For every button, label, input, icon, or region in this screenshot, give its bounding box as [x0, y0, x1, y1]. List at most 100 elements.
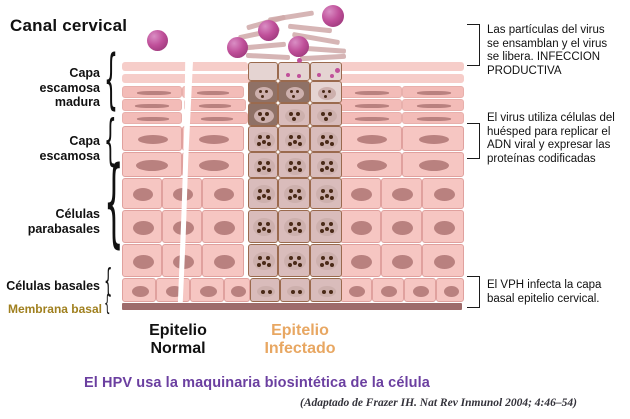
headline-text: El HPV usa la maquinaria biosintética de… — [84, 375, 430, 391]
virion-particle — [147, 30, 168, 51]
parabasal-cell — [122, 210, 162, 243]
basal-cell — [372, 278, 404, 302]
parabasal-cell — [202, 244, 244, 277]
squamous-cell — [402, 152, 464, 177]
shed-fragment — [245, 52, 291, 61]
bracket-basal-infection — [467, 276, 480, 308]
infected-cell — [248, 126, 278, 152]
desquamated-cell — [186, 62, 248, 71]
label-celulas-parabasales: Células parabasales — [27, 207, 100, 236]
flat-squamous-cell — [340, 99, 402, 111]
infected-cell-dark — [248, 81, 278, 103]
infected-basal-cell — [250, 278, 280, 302]
callout-viral-replication: El virus utiliza células del huésped par… — [487, 112, 615, 165]
infected-cell-dark — [278, 81, 310, 103]
infected-cell — [248, 62, 278, 81]
basal-cell — [340, 278, 372, 302]
infected-cell — [248, 210, 278, 243]
infected-cell — [310, 103, 342, 126]
shed-fragment — [267, 10, 315, 23]
caption-epitelio-infectado: Epitelio Infectado — [264, 322, 336, 357]
infected-basal-cell — [310, 278, 342, 302]
flat-squamous-cell — [122, 99, 182, 111]
flat-squamous-cell — [182, 86, 244, 98]
parabasal-cell — [422, 244, 464, 277]
page-title: Canal cervical — [10, 16, 128, 35]
brace-membrana-basal: { — [104, 290, 111, 317]
virion-particle — [258, 20, 279, 41]
parabasal-cell — [340, 178, 381, 209]
infected-cell — [248, 178, 278, 209]
infected-cell — [310, 62, 342, 81]
flat-squamous-cell — [184, 99, 246, 111]
parabasal-cell — [340, 210, 381, 243]
parabasal-cell — [422, 178, 464, 209]
flat-squamous-cell — [402, 112, 464, 124]
squamous-cell — [122, 126, 182, 151]
squamous-cell — [340, 152, 402, 177]
infected-basal-cell — [280, 278, 310, 302]
squamous-cell — [122, 152, 182, 177]
desquamated-cell — [122, 62, 208, 71]
infected-cell — [278, 210, 310, 243]
squamous-cell — [182, 126, 244, 151]
flat-squamous-cell — [186, 112, 248, 124]
infected-cell — [310, 210, 342, 243]
parabasal-cell — [202, 178, 244, 209]
label-capa-escamosa-madura: Capa escamosa madura — [39, 66, 100, 109]
infected-cell — [248, 244, 278, 277]
flat-squamous-cell — [340, 86, 402, 98]
infected-cell — [310, 152, 342, 178]
infected-cell — [278, 103, 310, 126]
parabasal-cell — [202, 210, 244, 243]
infected-cell-dark — [248, 103, 278, 126]
basal-membrane-bar — [122, 303, 462, 310]
parabasal-cell — [340, 244, 381, 277]
infected-cell — [310, 81, 342, 103]
parabasal-cell — [381, 178, 422, 209]
desquamated-cell — [190, 74, 250, 83]
basal-cell — [122, 278, 156, 302]
infected-cell — [310, 126, 342, 152]
flat-squamous-cell — [122, 86, 182, 98]
infected-cell — [278, 244, 310, 277]
infected-cell — [278, 178, 310, 209]
basal-cell — [156, 278, 190, 302]
parabasal-cell — [381, 210, 422, 243]
brace-celulas-basales: { — [104, 264, 113, 301]
brace-celulas-parabasales: { — [104, 147, 124, 260]
desquamated-cell — [122, 74, 208, 83]
flat-squamous-cell — [402, 99, 464, 111]
squamous-cell — [182, 152, 244, 177]
basal-cell — [436, 278, 464, 302]
squamous-cell — [402, 126, 464, 151]
infected-cell — [278, 152, 310, 178]
squamous-cell — [340, 126, 402, 151]
basal-cell — [404, 278, 436, 302]
callout-basal-infection: El VPH infecta la capa basal epitelio ce… — [487, 279, 602, 305]
brace-capa-escamosa-madura: { — [104, 42, 118, 118]
basal-cell — [224, 278, 250, 302]
bracket-productive-infection — [467, 24, 480, 66]
infected-cell — [248, 152, 278, 178]
shed-fragment — [299, 53, 347, 62]
parabasal-cell — [381, 244, 422, 277]
callout-productive-infection: Las partículas del virus se ensamblan y … — [487, 24, 608, 77]
virion-particle — [288, 36, 309, 57]
desquamated-cell — [340, 62, 464, 71]
brace-capa-escamosa: { — [104, 110, 117, 172]
parabasal-cell — [422, 210, 464, 243]
infected-cell — [278, 126, 310, 152]
infected-cell — [310, 244, 342, 277]
infected-cell — [278, 62, 310, 81]
label-capa-escamosa: Capa escamosa — [39, 134, 100, 163]
bracket-viral-replication — [467, 123, 480, 159]
virion-particle — [227, 37, 248, 58]
parabasal-cell — [122, 244, 162, 277]
infected-cell — [310, 178, 342, 209]
parabasal-cell — [122, 178, 162, 209]
citation-text: (Adaptado de Frazer IH. Nat Rev Inmunol … — [300, 397, 577, 409]
caption-epitelio-normal: Epitelio Normal — [149, 322, 207, 357]
